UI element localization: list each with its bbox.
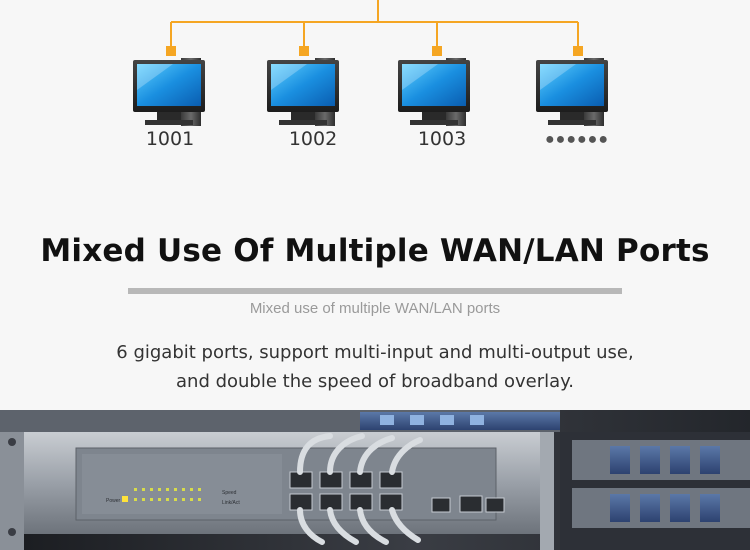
- section-description: 6 gigabit ports, support multi-input and…: [0, 338, 750, 396]
- panel-label: Power: [106, 498, 121, 504]
- panel-label: Speed: [222, 490, 237, 496]
- panel-label: Link/Act: [222, 500, 240, 506]
- network-diagram: [133, 0, 608, 126]
- section-subtitle: Mixed use of multiple WAN/LAN ports: [249, 300, 501, 317]
- computer-icon: [133, 58, 205, 126]
- computer-icon: [267, 58, 339, 126]
- node-label: 1002: [288, 128, 338, 150]
- node-label: 1003: [417, 128, 467, 150]
- description-line: and double the speed of broadband overla…: [176, 371, 574, 392]
- connection-lines: [170, 0, 579, 48]
- computer-icon: [398, 58, 470, 126]
- more-nodes-indicator: ●●●●●●: [545, 131, 609, 148]
- title-divider: [128, 288, 622, 294]
- router-rack-photo: Power Speed Link/Act: [0, 410, 750, 550]
- node-label: 1001: [145, 128, 195, 150]
- description-line: 6 gigabit ports, support multi-input and…: [116, 342, 634, 363]
- section-title: Mixed Use Of Multiple WAN/LAN Ports: [40, 233, 710, 269]
- computer-icon: [536, 58, 608, 126]
